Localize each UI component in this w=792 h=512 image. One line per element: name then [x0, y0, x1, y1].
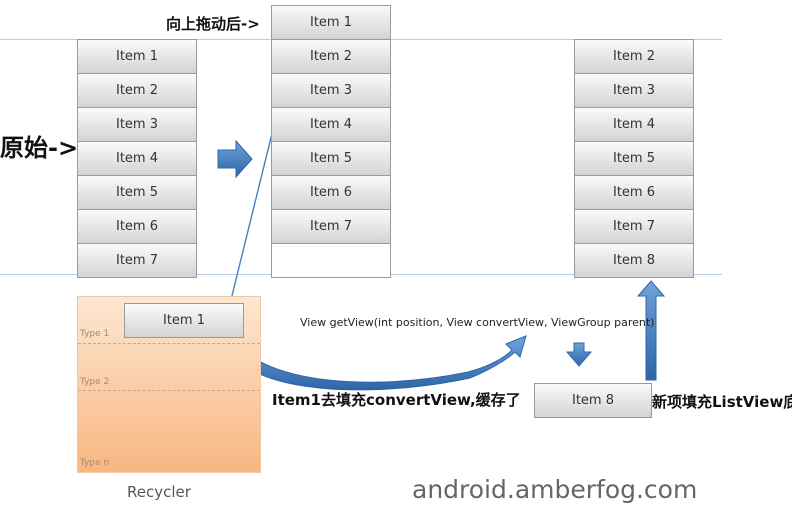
- shift-right-arrow: [217, 139, 253, 179]
- list-item: Item 3: [77, 107, 197, 142]
- drag-up-label: 向上拖动后->: [166, 15, 260, 33]
- list-item: Item 7: [574, 209, 694, 244]
- list-item: Item 2: [271, 39, 391, 74]
- up-arrow: [636, 280, 666, 381]
- empty-list-slot: [271, 243, 391, 278]
- list-item: Item 2: [77, 73, 197, 108]
- list-item: Item 6: [271, 175, 391, 210]
- recycler-type-2: Type 2: [80, 377, 110, 387]
- list-item: Item 7: [77, 243, 197, 278]
- list-item: Item 8: [574, 243, 694, 278]
- list-item: Item 1: [77, 39, 197, 74]
- list-item: Item 4: [271, 107, 391, 142]
- watermark: android.amberfog.com: [412, 475, 698, 504]
- list-item: Item 1: [271, 5, 391, 40]
- list-item: Item 7: [271, 209, 391, 244]
- list-item: Item 4: [77, 141, 197, 176]
- recycler-item: Item 1: [124, 303, 244, 338]
- convert-view-curve-arrow: [231, 335, 527, 391]
- down-arrow: [565, 342, 593, 367]
- recycler-type-n: Type n: [80, 458, 110, 468]
- new-item: Item 8: [534, 383, 652, 418]
- list-item: Item 6: [77, 209, 197, 244]
- recycler-caption: Recycler: [127, 483, 191, 501]
- list-item: Item 6: [574, 175, 694, 210]
- list-item: Item 5: [77, 175, 197, 210]
- type-divider: [78, 390, 260, 391]
- get-view-signature: View getView(int position, View convertV…: [300, 316, 655, 329]
- list-item: Item 4: [574, 107, 694, 142]
- type-divider: [78, 343, 260, 344]
- list-item: Item 2: [574, 39, 694, 74]
- new-item-bottom-label: 新项填充ListView底: [652, 393, 792, 411]
- list-item: Item 3: [271, 73, 391, 108]
- recycler-type-1: Type 1: [80, 329, 110, 339]
- fill-convert-view-label: Item1去填充convertView,缓存了: [272, 391, 521, 409]
- list-item: Item 5: [271, 141, 391, 176]
- list-item: Item 5: [574, 141, 694, 176]
- original-label: 原始->: [0, 134, 79, 162]
- list-item: Item 3: [574, 73, 694, 108]
